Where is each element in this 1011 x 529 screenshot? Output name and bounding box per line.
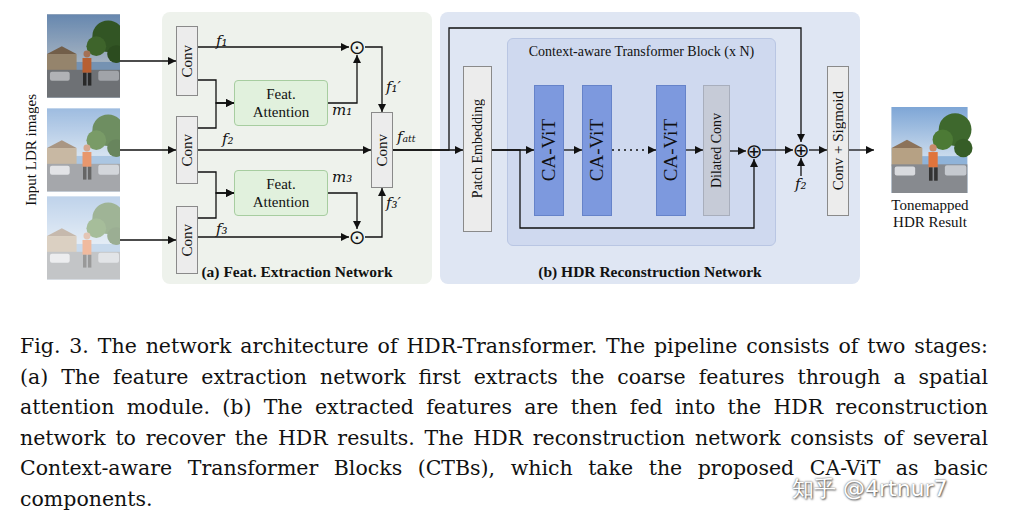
box-label: CA-ViT bbox=[663, 119, 679, 181]
operator-symbol: ⊙ bbox=[349, 39, 366, 55]
operator-symbol: ⊕ bbox=[746, 143, 763, 159]
axis-label-text: Input LDR images bbox=[23, 94, 40, 206]
operator-symbol: ⊙ bbox=[349, 229, 366, 245]
box-label: Dilated Conv bbox=[709, 113, 725, 188]
attention-box: Feat. Attention bbox=[234, 170, 328, 216]
image-caption: Tonemapped HDR Result bbox=[878, 197, 982, 231]
output-photo bbox=[892, 107, 973, 193]
block-title: Context-aware Transformer Block (x N) bbox=[512, 44, 771, 60]
conv-block: Conv bbox=[371, 112, 393, 188]
feature-label: f₂ bbox=[795, 175, 807, 193]
feature-label: f₃′ bbox=[386, 194, 401, 212]
vit-block: CA-ViT bbox=[656, 85, 686, 216]
vit-block: CA-ViT bbox=[534, 85, 564, 216]
hdr-reconstruction-panel: (b) HDR Reconstruction Network Patch Embe… bbox=[440, 12, 860, 284]
conv-sigmoid-box: Conv + Sigmoid bbox=[827, 66, 849, 216]
add-op: ⊕ bbox=[793, 142, 809, 158]
box-label: Conv + Sigmoid bbox=[830, 91, 846, 190]
input-photo bbox=[47, 14, 125, 98]
box-label: CA-ViT bbox=[589, 119, 605, 181]
conv-block: Conv bbox=[176, 116, 198, 184]
feature-extraction-panel: (a) Feat. Extraction NetworkConvConvConv… bbox=[162, 12, 432, 284]
feature-label: f₂ bbox=[222, 130, 234, 148]
box-label: Conv bbox=[374, 134, 390, 167]
vit-block: CA-ViT bbox=[582, 85, 612, 216]
box-label: CA-ViT bbox=[541, 119, 557, 181]
box-label: Conv bbox=[179, 134, 195, 167]
operator-symbol: ⊕ bbox=[793, 142, 810, 158]
transformer-block: Context-aware Transformer Block (x N) CA-… bbox=[507, 38, 776, 246]
feature-label: f₃ bbox=[216, 220, 228, 238]
multiply-op: ⊙ bbox=[349, 39, 365, 55]
feature-label: f₁′ bbox=[386, 78, 401, 96]
attention-box: Feat. Attention bbox=[234, 80, 328, 126]
input-photo bbox=[47, 196, 125, 280]
feature-label: f₁ bbox=[216, 32, 228, 50]
patch-embedding-box: Patch Embedding bbox=[463, 66, 492, 232]
add-op: ⊕ bbox=[746, 143, 762, 159]
box-label: Feat. Attention bbox=[249, 85, 313, 121]
box-label: Conv bbox=[179, 45, 195, 78]
conv-block: Conv bbox=[176, 206, 198, 274]
feature-label: fₐₜₜ bbox=[397, 128, 416, 146]
feature-label: m₃ bbox=[332, 168, 352, 186]
box-label: Conv bbox=[179, 224, 195, 257]
dilated-conv-box: Dilated Conv bbox=[703, 85, 730, 216]
watermark: 知乎 @4rtnur7 bbox=[792, 474, 948, 504]
multiply-op: ⊙ bbox=[349, 229, 365, 245]
axis-label: Input LDR images bbox=[20, 60, 42, 240]
box-label: Patch Embedding bbox=[470, 99, 486, 198]
input-photo bbox=[47, 108, 125, 192]
output-image: Tonemapped HDR Result bbox=[874, 107, 985, 193]
conv-block: Conv bbox=[176, 26, 198, 96]
panel-title: (a) Feat. Extraction Network bbox=[162, 263, 432, 281]
feature-label: m₁ bbox=[332, 101, 352, 119]
panel-title: (b) HDR Reconstruction Network bbox=[440, 263, 860, 281]
box-label: Feat. Attention bbox=[249, 175, 313, 211]
